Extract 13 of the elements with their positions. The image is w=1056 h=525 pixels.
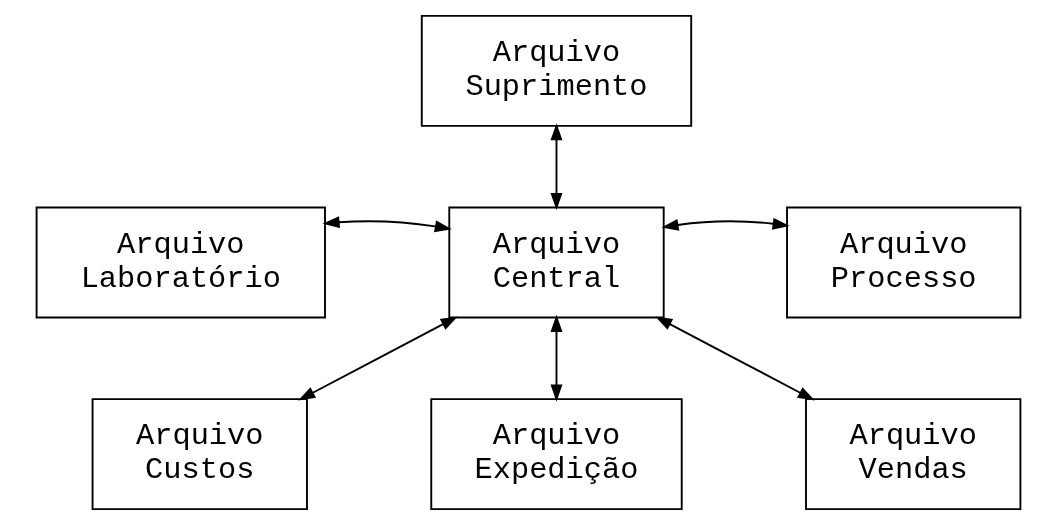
arrow	[297, 316, 458, 401]
arrow	[550, 314, 562, 402]
node-box: Arquivo Vendas	[804, 398, 1021, 511]
arrow	[654, 316, 815, 401]
arrow	[550, 123, 562, 211]
node-box: Arquivo Expedição	[429, 398, 683, 511]
node-box: Arquivo Custos	[91, 398, 308, 511]
arrow	[660, 217, 790, 231]
node-box: Arquivo Laboratório	[35, 206, 326, 319]
node-box: Arquivo Processo	[785, 206, 1021, 319]
node-box: Arquivo Central	[447, 206, 665, 319]
node-box: Arquivo Suprimento	[420, 14, 692, 127]
arrow	[321, 216, 452, 233]
